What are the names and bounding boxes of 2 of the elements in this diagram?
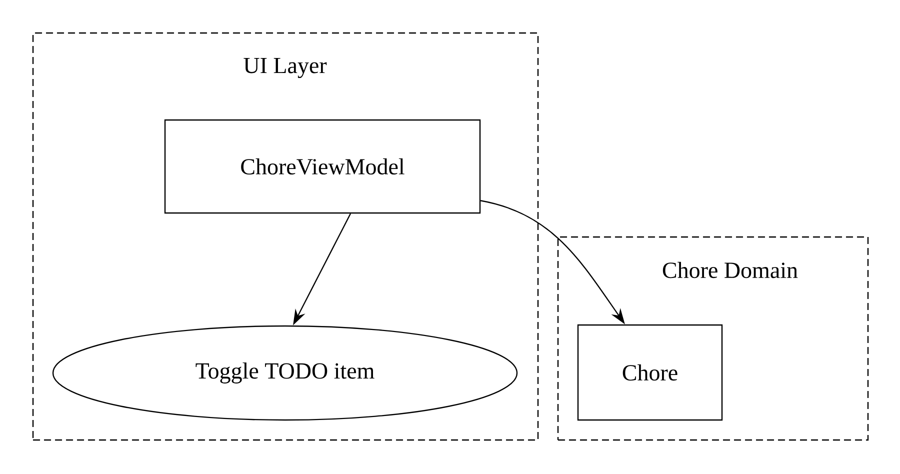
process-box: Chore (577, 324, 723, 421)
process-box: ChoreViewModel (164, 119, 481, 214)
